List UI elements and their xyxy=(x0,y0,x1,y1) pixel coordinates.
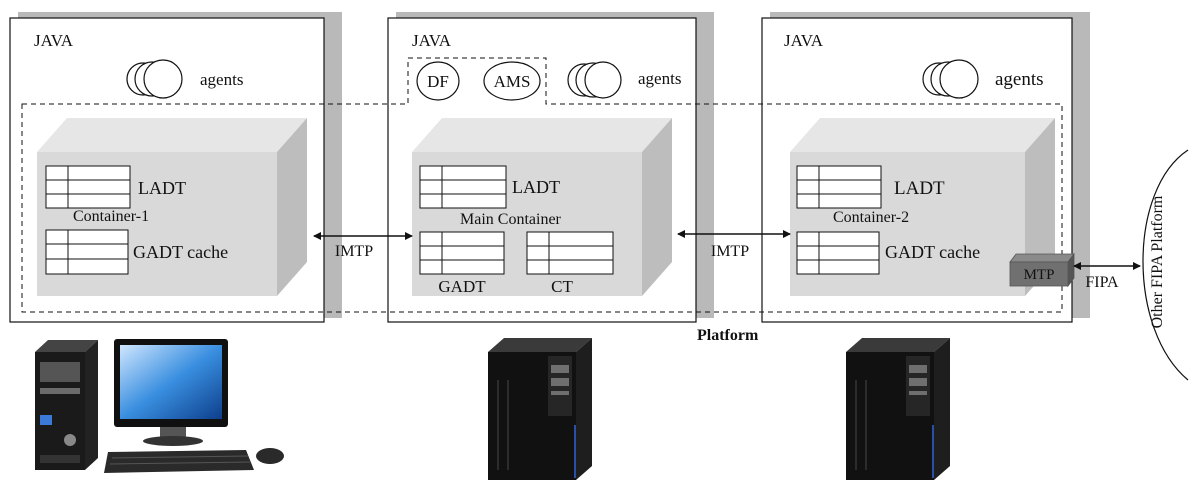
gadt-cache-table: GADT cache xyxy=(45,229,228,275)
svg-text:AMS: AMS xyxy=(494,72,531,91)
fipa-link: FIPA xyxy=(1073,262,1141,291)
agents-group-3: agents xyxy=(922,59,1044,99)
tower-computer-icon xyxy=(488,338,592,480)
platform-boundary xyxy=(21,57,1063,313)
svg-text:MTP: MTP xyxy=(1024,267,1055,283)
svg-text:GADT: GADT xyxy=(438,277,486,296)
agents-label: agents xyxy=(638,69,681,88)
mtp-block: MTP xyxy=(1009,252,1075,288)
platform-label: Platform xyxy=(697,327,759,344)
svg-text:IMTP: IMTP xyxy=(335,243,373,260)
java-label: JAVA xyxy=(784,31,824,50)
ct-table: CT xyxy=(526,231,614,296)
container-name: Container-2 xyxy=(833,209,909,226)
agents-group-2: agents xyxy=(567,61,681,99)
svg-text:LADT: LADT xyxy=(894,178,945,199)
svg-text:IMTP: IMTP xyxy=(711,243,749,260)
agents-group-1: agents xyxy=(126,59,243,99)
desktop-computer-icon xyxy=(35,339,284,473)
svg-text:GADT cache: GADT cache xyxy=(885,242,980,262)
df-service: DF xyxy=(416,61,460,101)
java-label: JAVA xyxy=(34,31,74,50)
ladt-table: LADT xyxy=(796,165,945,209)
tower-computer-icon xyxy=(846,338,950,480)
svg-text:FIPA: FIPA xyxy=(1085,274,1119,291)
svg-text:DF: DF xyxy=(427,72,449,91)
gadt-table: GADT xyxy=(419,231,505,296)
container-name: Container-1 xyxy=(73,208,149,225)
ladt-table: LADT xyxy=(45,165,186,209)
ams-service: AMS xyxy=(483,61,541,101)
svg-text:LADT: LADT xyxy=(138,178,186,198)
ladt-table: LADT xyxy=(419,165,560,209)
other-fipa-platform: Other FIPA Platform xyxy=(1142,149,1189,381)
svg-text:GADT cache: GADT cache xyxy=(133,242,228,262)
imtp-link-2: IMTP xyxy=(677,230,791,260)
agents-label: agents xyxy=(995,69,1044,90)
agents-label: agents xyxy=(200,70,243,89)
svg-text:CT: CT xyxy=(551,277,573,296)
java-label: JAVA xyxy=(412,31,452,50)
svg-text:LADT: LADT xyxy=(512,177,560,197)
container-name: Main Container xyxy=(460,211,562,228)
imtp-link-1: IMTP xyxy=(313,232,413,260)
gadt-cache-table: GADT cache xyxy=(796,231,980,275)
svg-text:Other FIPA Platform: Other FIPA Platform xyxy=(1149,195,1166,328)
